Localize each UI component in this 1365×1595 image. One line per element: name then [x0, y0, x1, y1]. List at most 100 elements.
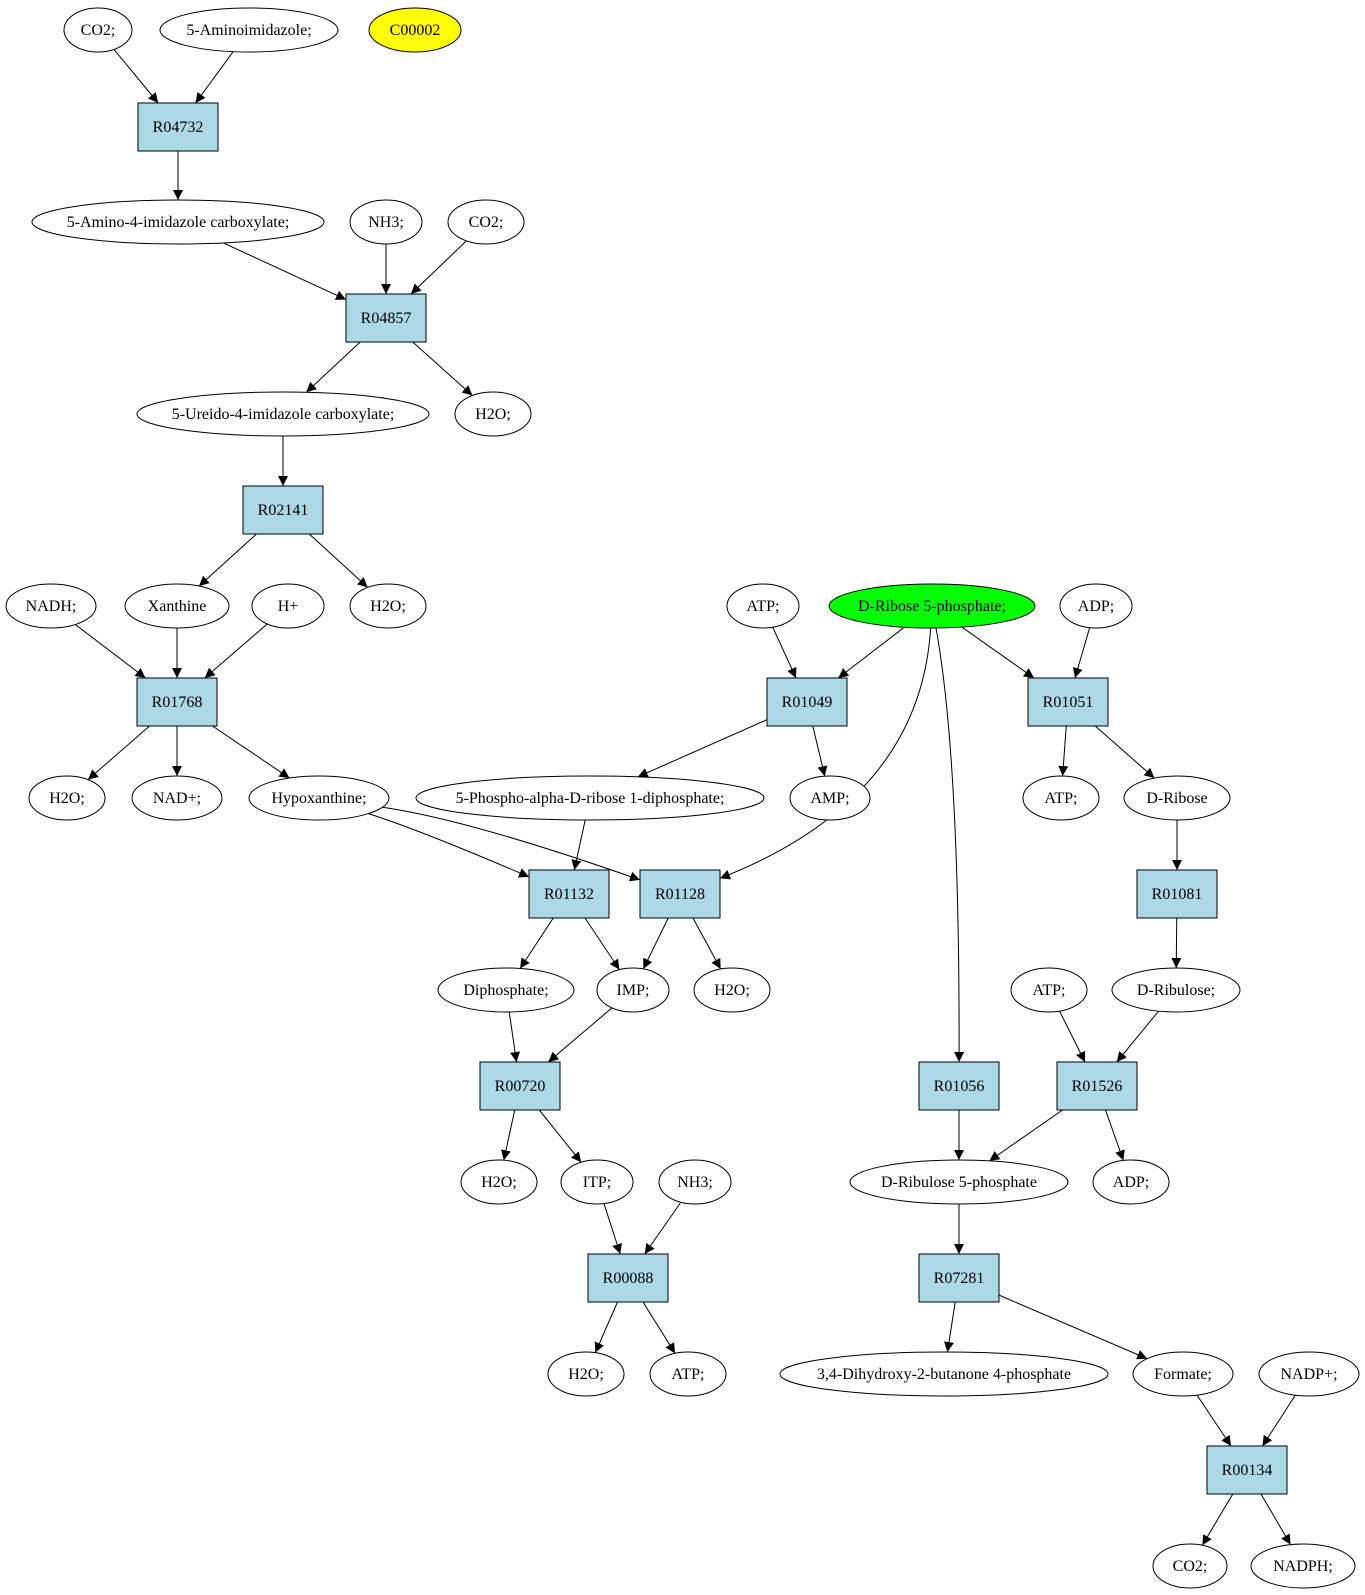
compound-node-ribose5p[interactable]: D-Ribose 5-phosphate;	[828, 583, 1036, 629]
compound-node-h2o-r04857[interactable]: H2O;	[454, 391, 532, 437]
compound-node-adp-r01051[interactable]: ADP;	[1059, 583, 1133, 629]
edge-r01768-to-hypoxanthine	[212, 725, 290, 779]
compound-node-ureido-imidazole-carboxylate[interactable]: 5-Ureido-4-imidazole carboxylate;	[136, 391, 430, 437]
edge-r07281-to-dhbp	[944, 1301, 956, 1353]
compound-node-amp[interactable]: AMP;	[789, 775, 871, 821]
compound-ellipse	[437, 967, 575, 1013]
compound-node-d-ribose[interactable]: D-Ribose	[1123, 775, 1231, 821]
edge-r04857-to-h2o_r04857	[412, 341, 473, 396]
node-label: R01768	[152, 694, 203, 711]
compound-ellipse	[596, 967, 670, 1013]
edge-ribose5p-to-r01051	[961, 626, 1035, 679]
compound-node-co2-top[interactable]: CO2;	[63, 7, 133, 53]
edge-itp-to-r00088	[603, 1203, 622, 1255]
edge-r02141-to-xanthine	[198, 533, 257, 587]
reaction-node-r01768[interactable]: R01768	[136, 677, 218, 727]
node-label: H+	[278, 598, 299, 615]
compound-node-nadpplus[interactable]: NADP+;	[1258, 1351, 1360, 1397]
compound-node-h2o-r00088[interactable]: H2O;	[547, 1351, 625, 1397]
compound-ellipse	[1250, 1543, 1356, 1589]
reaction-node-r01526[interactable]: R01526	[1056, 1061, 1138, 1111]
reaction-box	[1027, 677, 1109, 727]
node-label: ITP;	[583, 1174, 611, 1191]
compound-ellipse	[447, 199, 525, 245]
compound-ellipse	[789, 775, 871, 821]
node-label: NH3;	[677, 1174, 713, 1191]
edge-r00720-to-itp	[538, 1109, 582, 1163]
reaction-node-r01056[interactable]: R01056	[918, 1061, 1000, 1111]
node-label: ADP;	[1113, 1174, 1149, 1191]
reaction-node-r00720[interactable]: R00720	[479, 1061, 561, 1111]
node-label: H2O;	[475, 406, 511, 423]
node-label: Xanthine	[148, 598, 207, 615]
node-label: 5-Aminoimidazole;	[186, 22, 311, 39]
compound-node-atp-r00088[interactable]: ATP;	[649, 1351, 727, 1397]
compound-node-ribulose5p[interactable]: D-Ribulose 5-phosphate	[849, 1159, 1069, 1205]
compound-node-formate[interactable]: Formate;	[1132, 1351, 1234, 1397]
compound-node-hypoxanthine[interactable]: Hypoxanthine;	[248, 775, 390, 821]
edge-r01132-to-imp	[584, 917, 620, 970]
reaction-node-r00088[interactable]: R00088	[587, 1253, 669, 1303]
compound-node-dhbp[interactable]: 3,4-Dihydroxy-2-butanone 4-phosphate	[779, 1351, 1109, 1397]
reaction-node-r00134[interactable]: R00134	[1206, 1445, 1288, 1495]
reaction-node-r04857[interactable]: R04857	[345, 293, 427, 343]
node-label: Diphosphate;	[463, 982, 548, 999]
edge-adp_r01051-to-r01051	[1072, 627, 1091, 679]
compound-node-nh3-r00088[interactable]: NH3;	[658, 1159, 732, 1205]
compound-node-h2o-r01768[interactable]: H2O;	[28, 775, 106, 821]
compound-ellipse	[251, 583, 325, 629]
reaction-box	[242, 485, 324, 535]
compound-node-diphosphate[interactable]: Diphosphate;	[437, 967, 575, 1013]
compound-node-nadh[interactable]: NADH;	[5, 583, 97, 629]
compound-node-aminoimidazole[interactable]: 5-Aminoimidazole;	[159, 7, 339, 53]
compound-node-amino-imidazole-carboxylate[interactable]: 5-Amino-4-imidazole carboxylate;	[31, 199, 325, 245]
reaction-node-r02141[interactable]: R02141	[242, 485, 324, 535]
edge-r00134-to-nadph	[1260, 1493, 1291, 1545]
compound-node-xanthine[interactable]: Xanthine	[124, 583, 230, 629]
compound-ellipse	[5, 583, 97, 629]
compound-ellipse	[693, 967, 771, 1013]
compound-node-h2o-r01128[interactable]: H2O;	[693, 967, 771, 1013]
compound-ellipse	[349, 199, 423, 245]
compound-ellipse	[454, 391, 532, 437]
reaction-node-r01132[interactable]: R01132	[528, 869, 610, 919]
reaction-node-r01081[interactable]: R01081	[1136, 869, 1218, 919]
compound-node-atp-r01049[interactable]: ATP;	[726, 583, 800, 629]
reaction-box	[639, 869, 721, 919]
compound-node-adp-r01526[interactable]: ADP;	[1092, 1159, 1170, 1205]
edge-r01081-to-d_ribulose	[1171, 917, 1182, 969]
edge-r00088-to-atp_r00088	[642, 1301, 676, 1354]
compound-node-hplus[interactable]: H+	[251, 583, 325, 629]
compound-ellipse	[649, 1351, 727, 1397]
compound-node-atp-r01051[interactable]: ATP;	[1022, 775, 1100, 821]
edge-hypoxanthine-to-r01132	[368, 813, 530, 878]
compound-node-h2o-r02141[interactable]: H2O;	[349, 583, 427, 629]
compound-ellipse	[1132, 1351, 1234, 1397]
compound-node-c00002[interactable]: C00002	[368, 7, 462, 53]
reaction-node-r01128[interactable]: R01128	[639, 869, 721, 919]
compound-node-itp[interactable]: ITP;	[560, 1159, 634, 1205]
compound-node-nadph[interactable]: NADPH;	[1250, 1543, 1356, 1589]
edge-r01051-to-d_ribose	[1094, 725, 1155, 779]
compound-node-co2-bottom[interactable]: CO2;	[1152, 1543, 1228, 1589]
reaction-node-r01049[interactable]: R01049	[766, 677, 848, 727]
node-label: R01056	[934, 1078, 985, 1095]
node-label: NAD+;	[153, 790, 201, 807]
compound-node-d-ribulose[interactable]: D-Ribulose;	[1111, 967, 1241, 1013]
compound-node-co2-mid[interactable]: CO2;	[447, 199, 525, 245]
compound-node-nadplus[interactable]: NAD+;	[131, 775, 223, 821]
node-label: Hypoxanthine;	[271, 790, 366, 807]
compound-node-imp[interactable]: IMP;	[596, 967, 670, 1013]
reaction-node-r07281[interactable]: R07281	[918, 1253, 1000, 1303]
edge-r01526-to-ribulose5p	[989, 1109, 1063, 1162]
compound-ellipse	[415, 775, 765, 821]
compound-node-nh3-top[interactable]: NH3;	[349, 199, 423, 245]
reaction-node-r04732[interactable]: R04732	[137, 102, 219, 152]
compound-node-h2o-r00720[interactable]: H2O;	[460, 1159, 538, 1205]
compound-node-prpp[interactable]: 5-Phospho-alpha-D-ribose 1-diphosphate;	[415, 775, 765, 821]
reaction-node-r01051[interactable]: R01051	[1027, 677, 1109, 727]
edge-prpp-to-r01132	[571, 819, 586, 871]
edge-amino_imidazole_carboxylate-to-r04857	[223, 242, 347, 300]
compound-node-atp-r01526[interactable]: ATP;	[1010, 967, 1088, 1013]
